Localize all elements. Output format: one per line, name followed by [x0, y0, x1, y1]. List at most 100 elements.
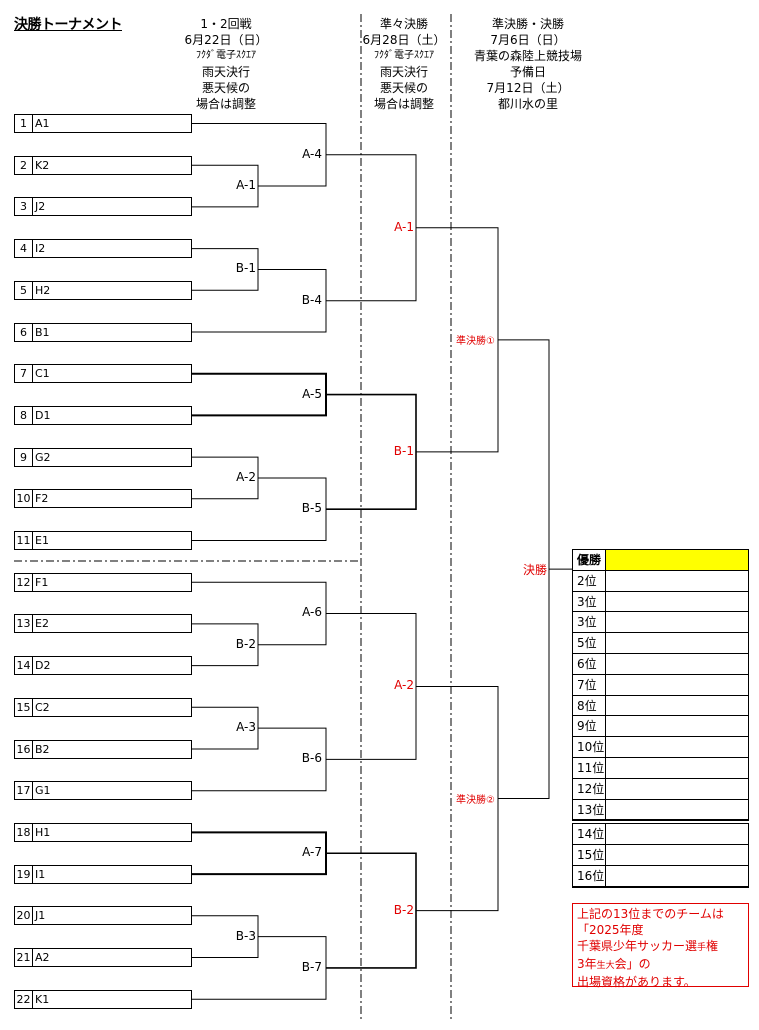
match-label: B-7: [301, 959, 322, 974]
team-name: I1: [35, 867, 46, 881]
team-number: 18: [15, 823, 33, 841]
header-qf-line: 場合は調整: [373, 97, 434, 111]
ranking-row: 3位: [573, 612, 748, 634]
ranking-label: 14位: [573, 824, 606, 845]
ranking-row: 14位: [573, 824, 748, 846]
header-round12-line: ﾌｸﾀﾞ電子ｽｸｴｱ: [196, 50, 256, 61]
team-number: 20: [15, 907, 33, 925]
ranking-row: 13位: [573, 799, 748, 821]
ranking-label: 11位: [573, 757, 606, 778]
header-round12-line: 雨天決行: [201, 65, 250, 79]
note-text: 権: [706, 939, 719, 953]
match-label: A-1: [236, 178, 256, 193]
team-name: G2: [35, 450, 51, 464]
team-number: 3: [15, 198, 33, 216]
team-name: B1: [35, 325, 50, 339]
team-name: D1: [35, 408, 51, 422]
team-number: 16: [15, 740, 33, 758]
team-number: 13: [15, 615, 33, 633]
ranking-label: 2位: [573, 570, 606, 591]
ranking-row: 5位: [573, 633, 748, 654]
team-number: 15: [15, 698, 33, 716]
match-label: A-1: [394, 219, 414, 234]
team-name: C1: [35, 367, 50, 381]
team-number: 12: [15, 573, 33, 591]
ranking-label: 15位: [573, 845, 606, 865]
header-sf-line: 準決勝・決勝: [491, 17, 564, 31]
team-number: 8: [15, 406, 33, 424]
team-name: D2: [35, 659, 51, 673]
header-round12: 1・2回戦 6月22日（日） ﾌｸﾀﾞ電子ｽｸｴｱ 雨天決行 悪天候の 場合は調…: [176, 16, 276, 112]
match-label: 決勝: [522, 563, 547, 578]
team-number: 17: [15, 782, 33, 800]
team-name: A1: [35, 117, 50, 130]
team-name: J2: [35, 200, 46, 214]
note-text: 大: [605, 961, 615, 971]
team-name: I2: [35, 242, 46, 256]
note-text: 手: [697, 943, 707, 953]
note-line: 千葉県少年サッカー選手権: [577, 938, 744, 956]
match-label: 準決勝①: [456, 335, 495, 347]
team-number: 5: [15, 281, 33, 299]
ranking-label: 優勝: [573, 550, 606, 570]
header-quarterfinal: 準々決勝 6月28日（土） ﾌｸﾀﾞ電子ｽｸｴｱ 雨天決行 悪天候の 場合は調整: [356, 16, 452, 112]
ranking-row-winner: 優勝: [573, 550, 748, 571]
match-label: B-5: [301, 501, 322, 516]
ranking-label: 8位: [573, 695, 606, 716]
ranking-label: 6位: [573, 653, 606, 674]
match-label: 準決勝②: [456, 794, 495, 806]
team-number: 21: [15, 949, 33, 966]
header-sf-line: 7月12日（土）: [486, 81, 570, 95]
header-round12-line: 6月22日（日）: [184, 33, 268, 47]
team-name: G1: [35, 784, 51, 798]
ranking-row: 10位: [573, 737, 748, 758]
ranking-row: 8位: [573, 695, 748, 717]
note-text: 千葉県少年サッカー選: [577, 939, 698, 953]
team-name: F2: [35, 492, 49, 506]
header-qf-line: 6月28日（土）: [362, 33, 446, 47]
ranking-label: 7位: [573, 674, 606, 695]
team-name: K1: [35, 992, 50, 1006]
header-sf-line: 青葉の森陸上競技場: [473, 49, 582, 63]
team-number: 7: [15, 365, 33, 383]
match-label: A-5: [302, 386, 322, 401]
team-number: 14: [15, 657, 33, 675]
team-number: 4: [15, 240, 33, 258]
note-text: 会」の: [614, 957, 651, 971]
team-name: F1: [35, 575, 49, 589]
note-line: 3年生大会」の: [577, 956, 744, 974]
team-name: A2: [35, 951, 50, 964]
header-qf-line: 雨天決行: [379, 65, 428, 79]
ranking-label: 13位: [573, 799, 606, 820]
team-number: 11: [15, 532, 33, 549]
team-name: C2: [35, 700, 50, 714]
header-round12-line: 悪天候の: [201, 81, 250, 95]
match-label: B-2: [235, 636, 256, 651]
ranking-row: 6位: [573, 653, 748, 675]
match-label: A-4: [302, 146, 322, 161]
match-label: B-1: [393, 443, 414, 458]
header-sf-line: 都川水の里: [497, 97, 558, 111]
match-label: A-7: [302, 845, 322, 860]
note-text: 3年: [577, 957, 597, 971]
team-name: E2: [35, 617, 49, 631]
ranking-row: 9位: [573, 716, 748, 738]
match-label: A-2: [236, 469, 256, 484]
